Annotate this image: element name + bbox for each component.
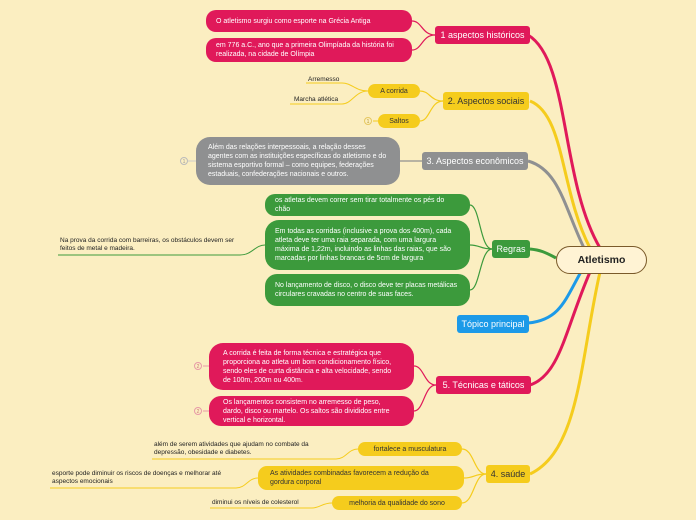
link-social: [529, 99, 592, 249]
social-note-marcha: Marcha atlética: [294, 96, 339, 103]
social-item-saltos[interactable]: Saltos: [378, 114, 420, 128]
tecnicas-item-lancamentos[interactable]: Os lançamentos consistem no arremesso de…: [209, 396, 414, 426]
regras-item-raias[interactable]: Em todas as corridas (inclusive a prova …: [265, 220, 470, 270]
tecnicas-item-corrida[interactable]: A corrida é feita de forma técnica e est…: [209, 343, 414, 390]
saude-note-colesterol: diminui os níveis de colesterol: [212, 499, 299, 506]
branch-regras[interactable]: Regras: [492, 240, 530, 258]
link-hist: [527, 33, 602, 249]
econ-count-badge[interactable]: 1: [180, 157, 188, 165]
link-econ: [527, 159, 587, 251]
branch-topico-principal[interactable]: Tópico principal: [457, 315, 529, 333]
social-item-corrida[interactable]: A corrida: [368, 84, 420, 98]
hist-item-olimpiada[interactable]: em 776 a.C., ano que a primeira Olimpíad…: [206, 38, 412, 62]
link-tecnicas: [529, 271, 592, 387]
tecnicas-count-badge-1[interactable]: 2: [194, 362, 202, 370]
branch-tecnicas-taticos[interactable]: 5. Técnicas e táticos: [436, 376, 531, 394]
saude-item-musculatura[interactable]: fortalece a musculatura: [358, 442, 462, 456]
link-topico: [527, 269, 584, 325]
regras-item-disco[interactable]: No lançamento de disco, o disco deve ter…: [265, 274, 470, 306]
central-topic[interactable]: Atletismo: [556, 246, 647, 274]
saltos-count-badge[interactable]: 1: [364, 117, 372, 125]
branch-saude[interactable]: 4. saúde: [486, 465, 530, 483]
saude-item-sono[interactable]: melhoria da qualidade do sono: [332, 496, 462, 510]
branch-aspectos-historicos[interactable]: 1 aspectos históricos: [435, 26, 530, 44]
econ-item-relacoes[interactable]: Além das relações interpessoais, a relaç…: [196, 137, 400, 185]
saude-note-depressao: além de serem atividades que ajudam no c…: [154, 441, 309, 456]
hist-item-origem[interactable]: O atletismo surgiu como esporte na Gréci…: [206, 10, 412, 32]
saude-note-emocionais: esporte pode diminuir os riscos de doenç…: [52, 470, 222, 485]
branch-aspectos-sociais[interactable]: 2. Aspectos sociais: [443, 92, 529, 110]
saude-item-gordura[interactable]: As atividades combinadas favorecem a red…: [258, 466, 464, 490]
link-saude: [529, 271, 602, 476]
branch-aspectos-economicos[interactable]: 3. Aspectos econômicos: [422, 152, 528, 170]
social-note-arremesso: Arremesso: [308, 76, 340, 83]
link-regras: [529, 247, 557, 260]
regras-note-barreiras: Na prova da corrida com barreiras, os ob…: [60, 237, 235, 252]
tecnicas-count-badge-2[interactable]: 2: [194, 407, 202, 415]
regras-item-pes[interactable]: os atletas devem correr sem tirar totalm…: [265, 194, 470, 216]
